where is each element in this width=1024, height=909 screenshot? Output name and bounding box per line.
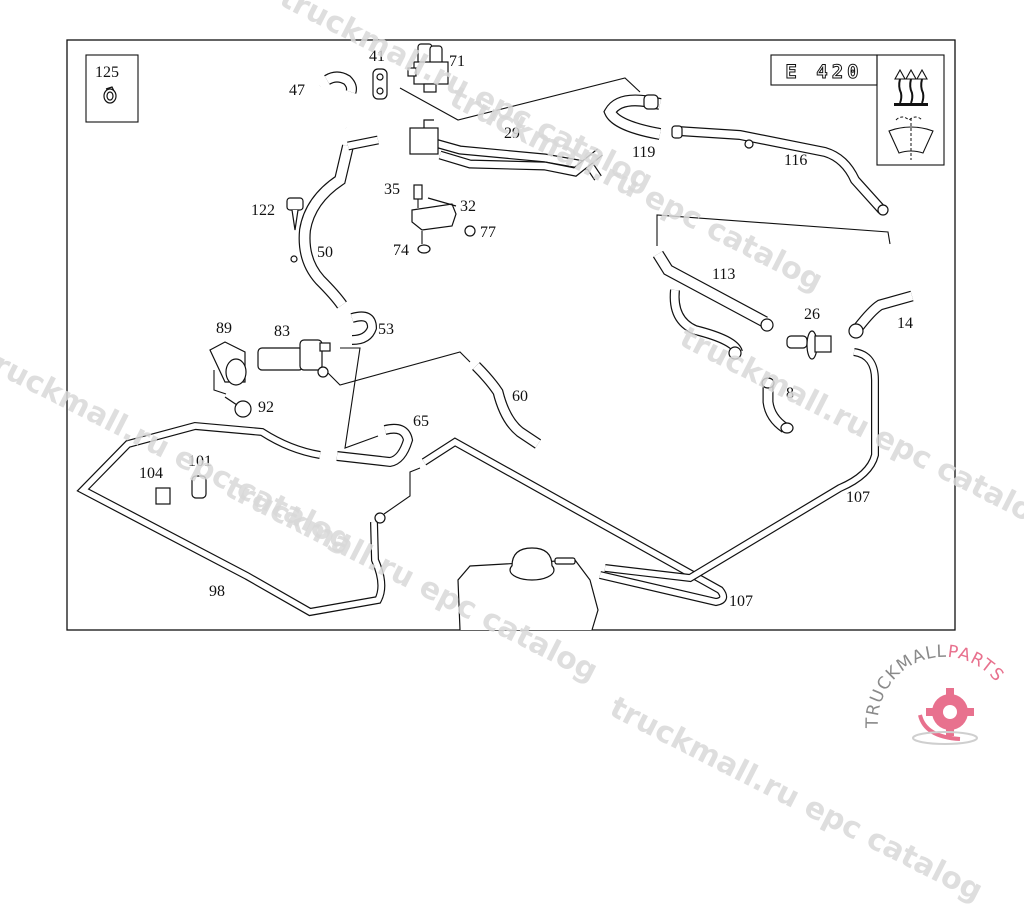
callout-32[interactable]: 32	[460, 198, 476, 215]
check-valve-26	[786, 330, 832, 360]
expansion-tank	[457, 547, 599, 631]
gasket-41	[372, 68, 388, 100]
leader-83-65	[340, 347, 379, 449]
gear-icon	[912, 688, 978, 745]
callout-92[interactable]: 92	[258, 399, 274, 416]
callout-26[interactable]: 26	[804, 306, 820, 323]
callout-116[interactable]: 116	[784, 152, 807, 169]
bolt-122	[286, 197, 304, 231]
callout-107-right[interactable]: 107	[846, 489, 870, 506]
callout-113[interactable]: 113	[712, 266, 735, 283]
windshield-icon	[888, 116, 934, 160]
model-badge: E 420	[785, 61, 862, 83]
nut-77	[464, 225, 476, 237]
callout-119[interactable]: 119	[632, 144, 655, 161]
inset-box-125	[85, 54, 139, 123]
bracket-32	[411, 197, 457, 231]
callout-98[interactable]: 98	[209, 583, 225, 600]
callout-107-bottom[interactable]: 107	[729, 593, 753, 610]
callout-47[interactable]: 47	[289, 82, 305, 99]
callout-74[interactable]: 74	[393, 242, 409, 259]
callout-14[interactable]: 14	[897, 315, 913, 332]
callout-41[interactable]: 41	[369, 48, 385, 65]
callout-8[interactable]: 8	[786, 385, 794, 402]
logo-text-accent: PARTS	[947, 642, 1008, 686]
leader-83-60	[327, 351, 471, 386]
leader-113-116	[656, 214, 891, 246]
callout-101[interactable]: 101	[188, 453, 212, 470]
callout-60[interactable]: 60	[512, 388, 528, 405]
callout-104[interactable]: 104	[139, 465, 163, 482]
bolt-92	[224, 396, 252, 418]
truckmall-parts-logo: TRUCKMALLPARTS	[863, 642, 1008, 745]
callout-65[interactable]: 65	[413, 413, 429, 430]
callout-83[interactable]: 83	[274, 323, 290, 340]
parts-diagram: E 420	[66, 39, 1008, 745]
callout-35[interactable]: 35	[384, 181, 400, 198]
sensor-35	[413, 184, 423, 200]
info-icon-box	[876, 54, 945, 166]
callout-29[interactable]: 29	[504, 125, 520, 142]
callout-77[interactable]: 77	[480, 224, 496, 241]
hose-98	[76, 421, 386, 617]
clamp-89	[209, 341, 247, 386]
callout-122[interactable]: 122	[251, 202, 275, 219]
valve-71	[407, 43, 449, 93]
callout-89[interactable]: 89	[216, 320, 232, 337]
pipe-29	[409, 119, 603, 181]
clip-101	[191, 475, 207, 499]
water-pump-83	[257, 339, 331, 378]
callout-71[interactable]: 71	[449, 53, 465, 70]
callout-53[interactable]: 53	[378, 321, 394, 338]
clip-104	[155, 487, 171, 505]
callout-50[interactable]: 50	[317, 244, 333, 261]
heat-arrows-icon	[894, 68, 928, 106]
hose-clamp-icon	[103, 86, 117, 104]
callout-125[interactable]: 125	[95, 64, 119, 81]
grommet-74	[417, 244, 431, 254]
leader-71-119	[399, 77, 641, 121]
